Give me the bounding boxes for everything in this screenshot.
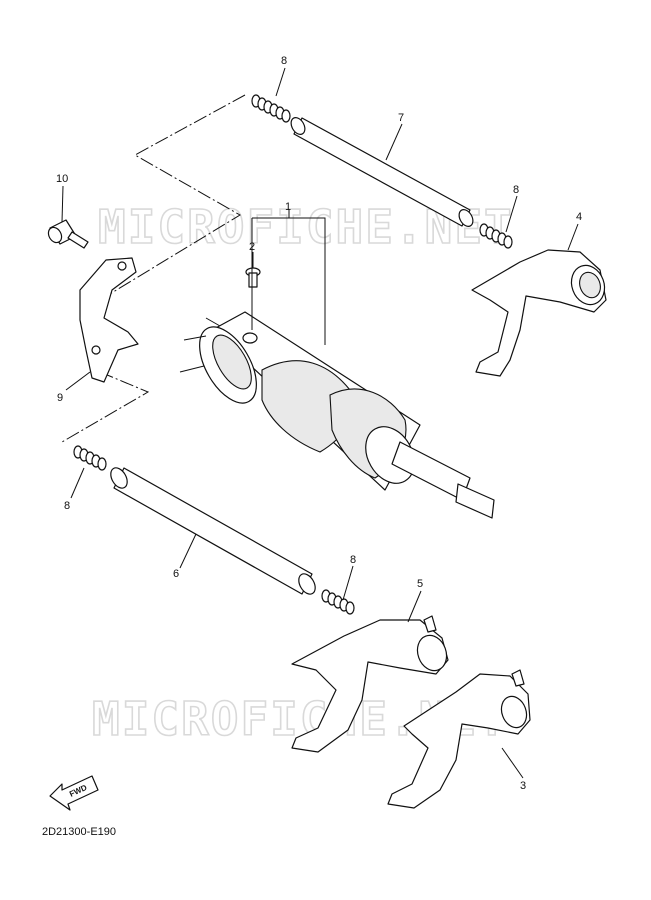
shift-fork-3 (387, 669, 531, 809)
callout-2: 2 (249, 241, 255, 253)
callout-8-bottom: 8 (350, 554, 356, 566)
callout-8-right: 8 (513, 184, 519, 196)
callout-8-left: 8 (64, 500, 70, 512)
shift-drum-1 (179, 311, 495, 519)
stopper-lever-9 (79, 257, 139, 383)
callout-8-top: 8 (281, 55, 287, 67)
callout-9: 9 (57, 392, 63, 404)
callout-4: 4 (576, 211, 582, 223)
drawing-code: 2D21300-E190 (42, 826, 117, 838)
callout-3: 3 (520, 780, 526, 792)
callout-labels: 8 7 8 4 10 1 2 9 8 6 8 5 3 (56, 55, 582, 792)
bolt-10 (47, 219, 89, 249)
callout-10: 10 (56, 173, 68, 185)
spring-8-right (479, 223, 513, 249)
spring-8-top (251, 94, 291, 123)
callout-1: 1 (285, 201, 291, 213)
leader-lines (61, 67, 579, 779)
spring-8-left (73, 445, 107, 471)
callout-6: 6 (173, 568, 179, 580)
callout-7: 7 (398, 112, 404, 124)
shift-fork-shaft-6 (110, 467, 316, 595)
shift-fork-5 (291, 615, 449, 753)
callout-5: 5 (417, 578, 423, 590)
pin-2 (245, 267, 261, 288)
forward-arrow-icon: FWD (49, 775, 99, 811)
shift-fork-4 (471, 249, 607, 377)
shift-fork-shaft-7 (290, 117, 474, 227)
reference-lines (61, 94, 246, 443)
spring-8-bottom (321, 589, 355, 615)
